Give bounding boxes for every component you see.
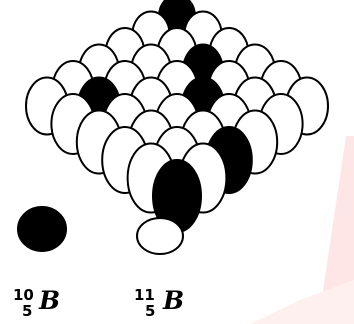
boron-10-symbol: B [39,286,61,315]
boron-11-symbol: B [163,286,185,315]
boron-11-legend-circle [136,217,184,255]
boron-10-legend-circle [17,206,67,252]
atom-lattice [25,0,329,233]
watermark-shape-2 [250,280,354,324]
watermark-shape [318,136,354,324]
boron-10-atomic-number: 5 [22,302,33,320]
boron-10-mass-number: 10 [13,286,34,304]
boron-11-atomic-number: 5 [145,302,156,320]
boron-11-mass-number: 11 [134,286,155,304]
